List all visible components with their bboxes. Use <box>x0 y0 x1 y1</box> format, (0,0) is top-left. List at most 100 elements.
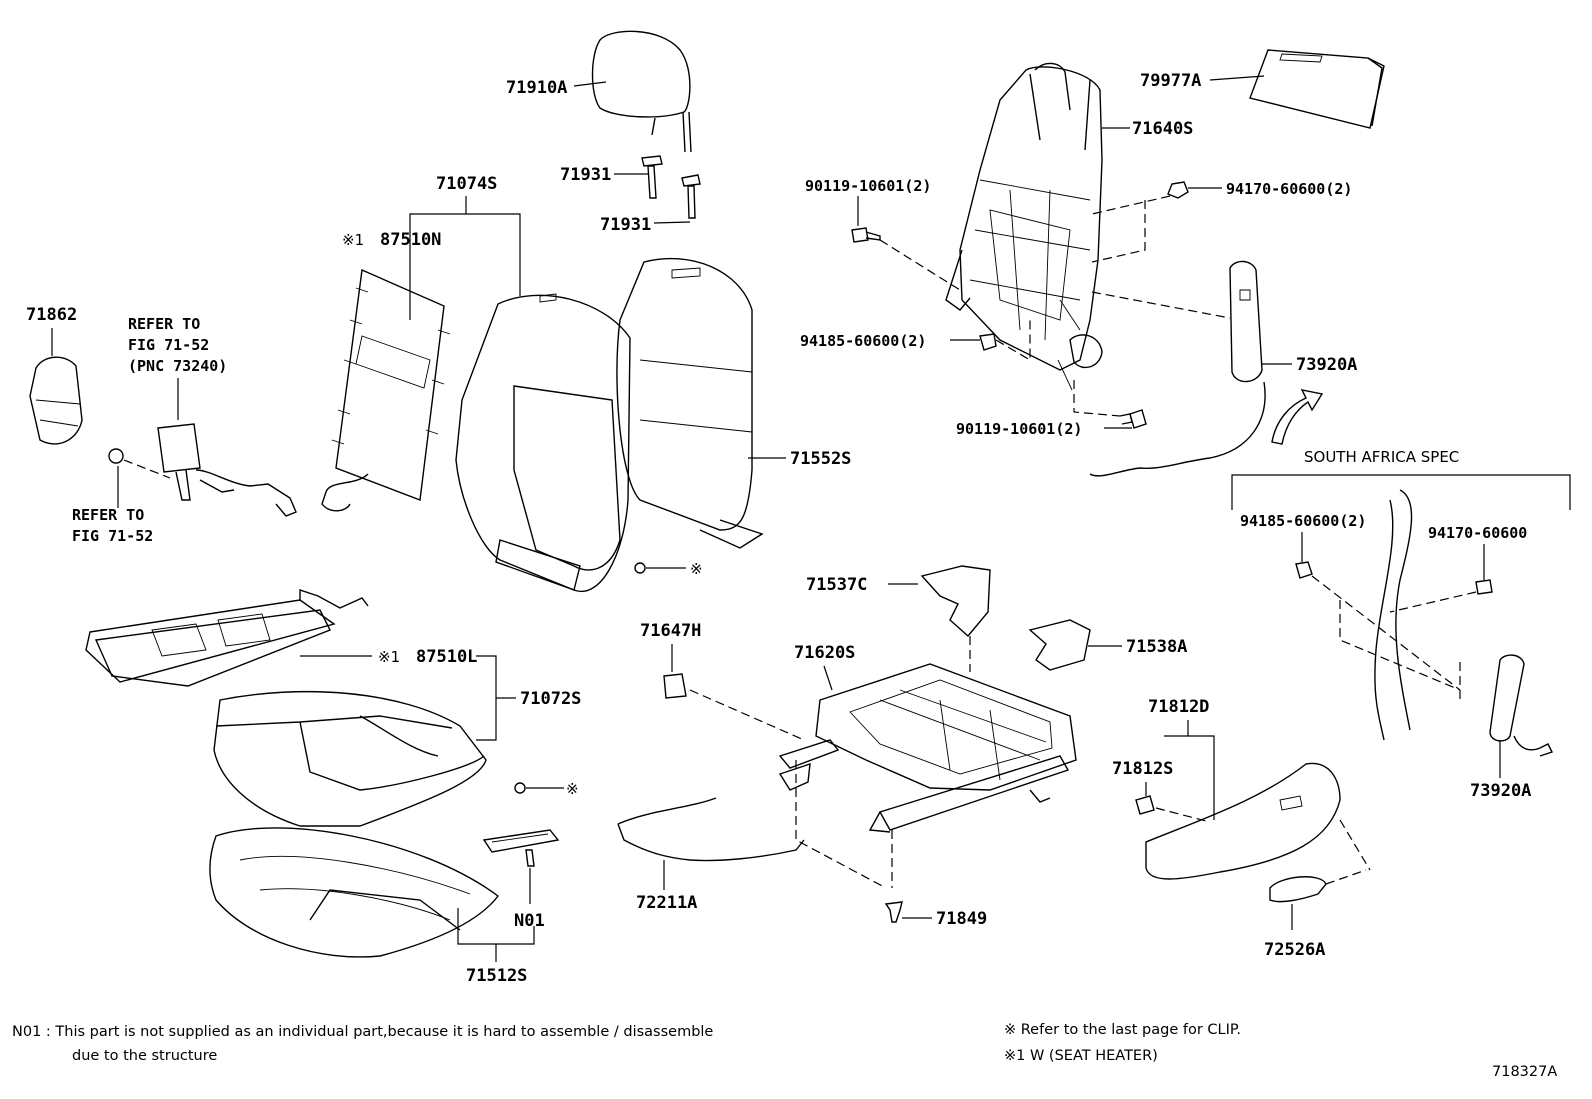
seat-heater-mark-upper: ※1 <box>342 231 364 249</box>
part-number-71849[interactable]: 71849 <box>936 909 987 929</box>
seatback-pad-drawing <box>455 293 631 593</box>
clip-71849-drawing <box>884 901 903 923</box>
part-number-90119-10601-bottom[interactable]: 90119-10601(2) <box>956 420 1082 438</box>
dashed-guide <box>689 689 805 741</box>
part-number-71862[interactable]: 71862 <box>26 305 77 325</box>
seat-adjuster-drawing <box>778 663 1077 833</box>
cover-71862-drawing <box>29 356 83 445</box>
note-n01-line2: due to the structure <box>72 1048 217 1064</box>
dashed-guide <box>1091 291 1231 319</box>
seatback-frame-drawing <box>945 62 1103 391</box>
knob-71647H-drawing <box>663 673 687 699</box>
dashed-guide <box>1073 380 1121 417</box>
seat-cushion-pad-drawing <box>213 690 487 827</box>
dashed-guide <box>1325 869 1367 885</box>
note-n01-line1: N01 : This part is not supplied as an in… <box>12 1024 713 1040</box>
part-number-90119-10601-top[interactable]: 90119-10601(2) <box>805 177 931 195</box>
note-clip: ※ Refer to the last page for CLIP. <box>1004 1022 1241 1038</box>
refer-to-line3[interactable]: (PNC 73240) <box>128 357 227 375</box>
part-number-71072S[interactable]: 71072S <box>520 689 581 709</box>
dashed-guide <box>1339 819 1371 871</box>
part-number-71512S[interactable]: 71512S <box>466 966 527 986</box>
bracket-71072S <box>476 655 497 741</box>
frame-edge-sa-inner <box>1374 499 1394 741</box>
bracket-71074S <box>409 213 521 320</box>
refer-to-2-line2[interactable]: FIG 71-52 <box>72 527 153 545</box>
wire-72211A-drawing <box>617 797 805 862</box>
nut-icon <box>108 448 124 464</box>
dashed-guide <box>123 459 171 479</box>
south-africa-spec-label: SOUTH AFRICA SPEC <box>1304 448 1459 466</box>
nut-icon <box>1295 561 1313 579</box>
part-number-73920A-bottom[interactable]: 73920A <box>1470 781 1531 801</box>
part-number-79977A[interactable]: 79977A <box>1140 71 1201 91</box>
part-number-71552S[interactable]: 71552S <box>790 449 851 469</box>
refer-to-line1[interactable]: REFER TO <box>128 315 200 333</box>
part-number-87510N[interactable]: 87510N <box>380 230 441 250</box>
dashed-guide <box>879 239 961 291</box>
bolt-icon <box>851 227 881 243</box>
bolt-icon <box>1119 409 1147 429</box>
shield-71812D-drawing <box>1145 762 1341 880</box>
seat-cushion-cover-drawing <box>209 827 499 958</box>
cushion-heater-mat-drawing <box>85 589 369 687</box>
part-number-71931-upper[interactable]: 71931 <box>560 165 611 185</box>
cover-71538A-drawing <box>1028 619 1091 671</box>
nut-icon <box>1475 579 1493 595</box>
dashed-guide <box>1091 195 1171 263</box>
part-number-71910A[interactable]: 71910A <box>506 78 567 98</box>
figure-id: 718327A <box>1492 1064 1557 1080</box>
arrow-icon <box>1271 389 1324 445</box>
part-number-94185-60600-sa[interactable]: 94185-60600(2) <box>1240 512 1366 530</box>
clip-icon <box>514 782 526 794</box>
part-number-71812D[interactable]: 71812D <box>1148 697 1209 717</box>
part-number-71647H[interactable]: 71647H <box>640 621 701 641</box>
leader-71910A <box>573 81 607 87</box>
cover-71537C-drawing <box>920 565 991 638</box>
seat-heater-mark-lower: ※1 <box>378 648 400 666</box>
side-airbag-sa-drawing <box>1489 654 1553 757</box>
note-seat-heater: ※1 W (SEAT HEATER) <box>1004 1048 1158 1064</box>
frame-edge-sa <box>1395 489 1413 731</box>
part-number-71620S[interactable]: 71620S <box>794 643 855 663</box>
leader-79977A <box>1209 75 1265 81</box>
part-number-71538A[interactable]: 71538A <box>1126 637 1187 657</box>
south-africa-bracket <box>1231 474 1571 510</box>
clip-mark-upper: ※ <box>690 560 703 578</box>
part-number-72211A[interactable]: 72211A <box>636 893 697 913</box>
seatback-cover-drawing <box>616 257 764 549</box>
part-number-72526A[interactable]: 72526A <box>1264 940 1325 960</box>
n01-part-drawing <box>482 829 560 867</box>
headrest-guide-drawing <box>641 155 701 219</box>
part-number-73920A-top[interactable]: 73920A <box>1296 355 1357 375</box>
side-airbag-drawing <box>1089 260 1266 477</box>
part-number-94170-60600-top[interactable]: 94170-60600(2) <box>1226 180 1352 198</box>
part-number-71640S[interactable]: 71640S <box>1132 119 1193 139</box>
part-number-87510L[interactable]: 87510L <box>416 647 477 667</box>
clip-71812S-icon <box>1135 795 1155 815</box>
clip-mark-lower: ※ <box>566 780 579 798</box>
leader-71620S <box>823 665 833 691</box>
part-number-N01[interactable]: N01 <box>514 911 545 931</box>
back-heater-mat-drawing <box>321 268 451 512</box>
knob-72526A-drawing <box>1269 876 1327 903</box>
seat-belt-buckle-drawing <box>157 423 297 517</box>
dashed-guide <box>1311 575 1477 700</box>
nut-icon <box>1167 181 1189 199</box>
clip-icon <box>634 562 646 574</box>
refer-to-line2[interactable]: FIG 71-52 <box>128 336 209 354</box>
headrest-drawing <box>591 30 692 153</box>
nut-icon <box>979 333 997 351</box>
refer-to-2-line1[interactable]: REFER TO <box>72 506 144 524</box>
dashed-guide <box>795 760 887 889</box>
part-number-71931-lower[interactable]: 71931 <box>600 215 651 235</box>
part-number-94170-60600-sa[interactable]: 94170-60600 <box>1428 524 1527 542</box>
bracket-71812D <box>1187 720 1215 820</box>
leader-71931b <box>653 221 691 224</box>
part-number-71537C[interactable]: 71537C <box>806 575 867 595</box>
part-number-71812S[interactable]: 71812S <box>1112 759 1173 779</box>
part-number-71074S[interactable]: 71074S <box>436 174 497 194</box>
pad-79977A-drawing <box>1249 49 1385 129</box>
part-number-94185-60600-top[interactable]: 94185-60600(2) <box>800 332 926 350</box>
